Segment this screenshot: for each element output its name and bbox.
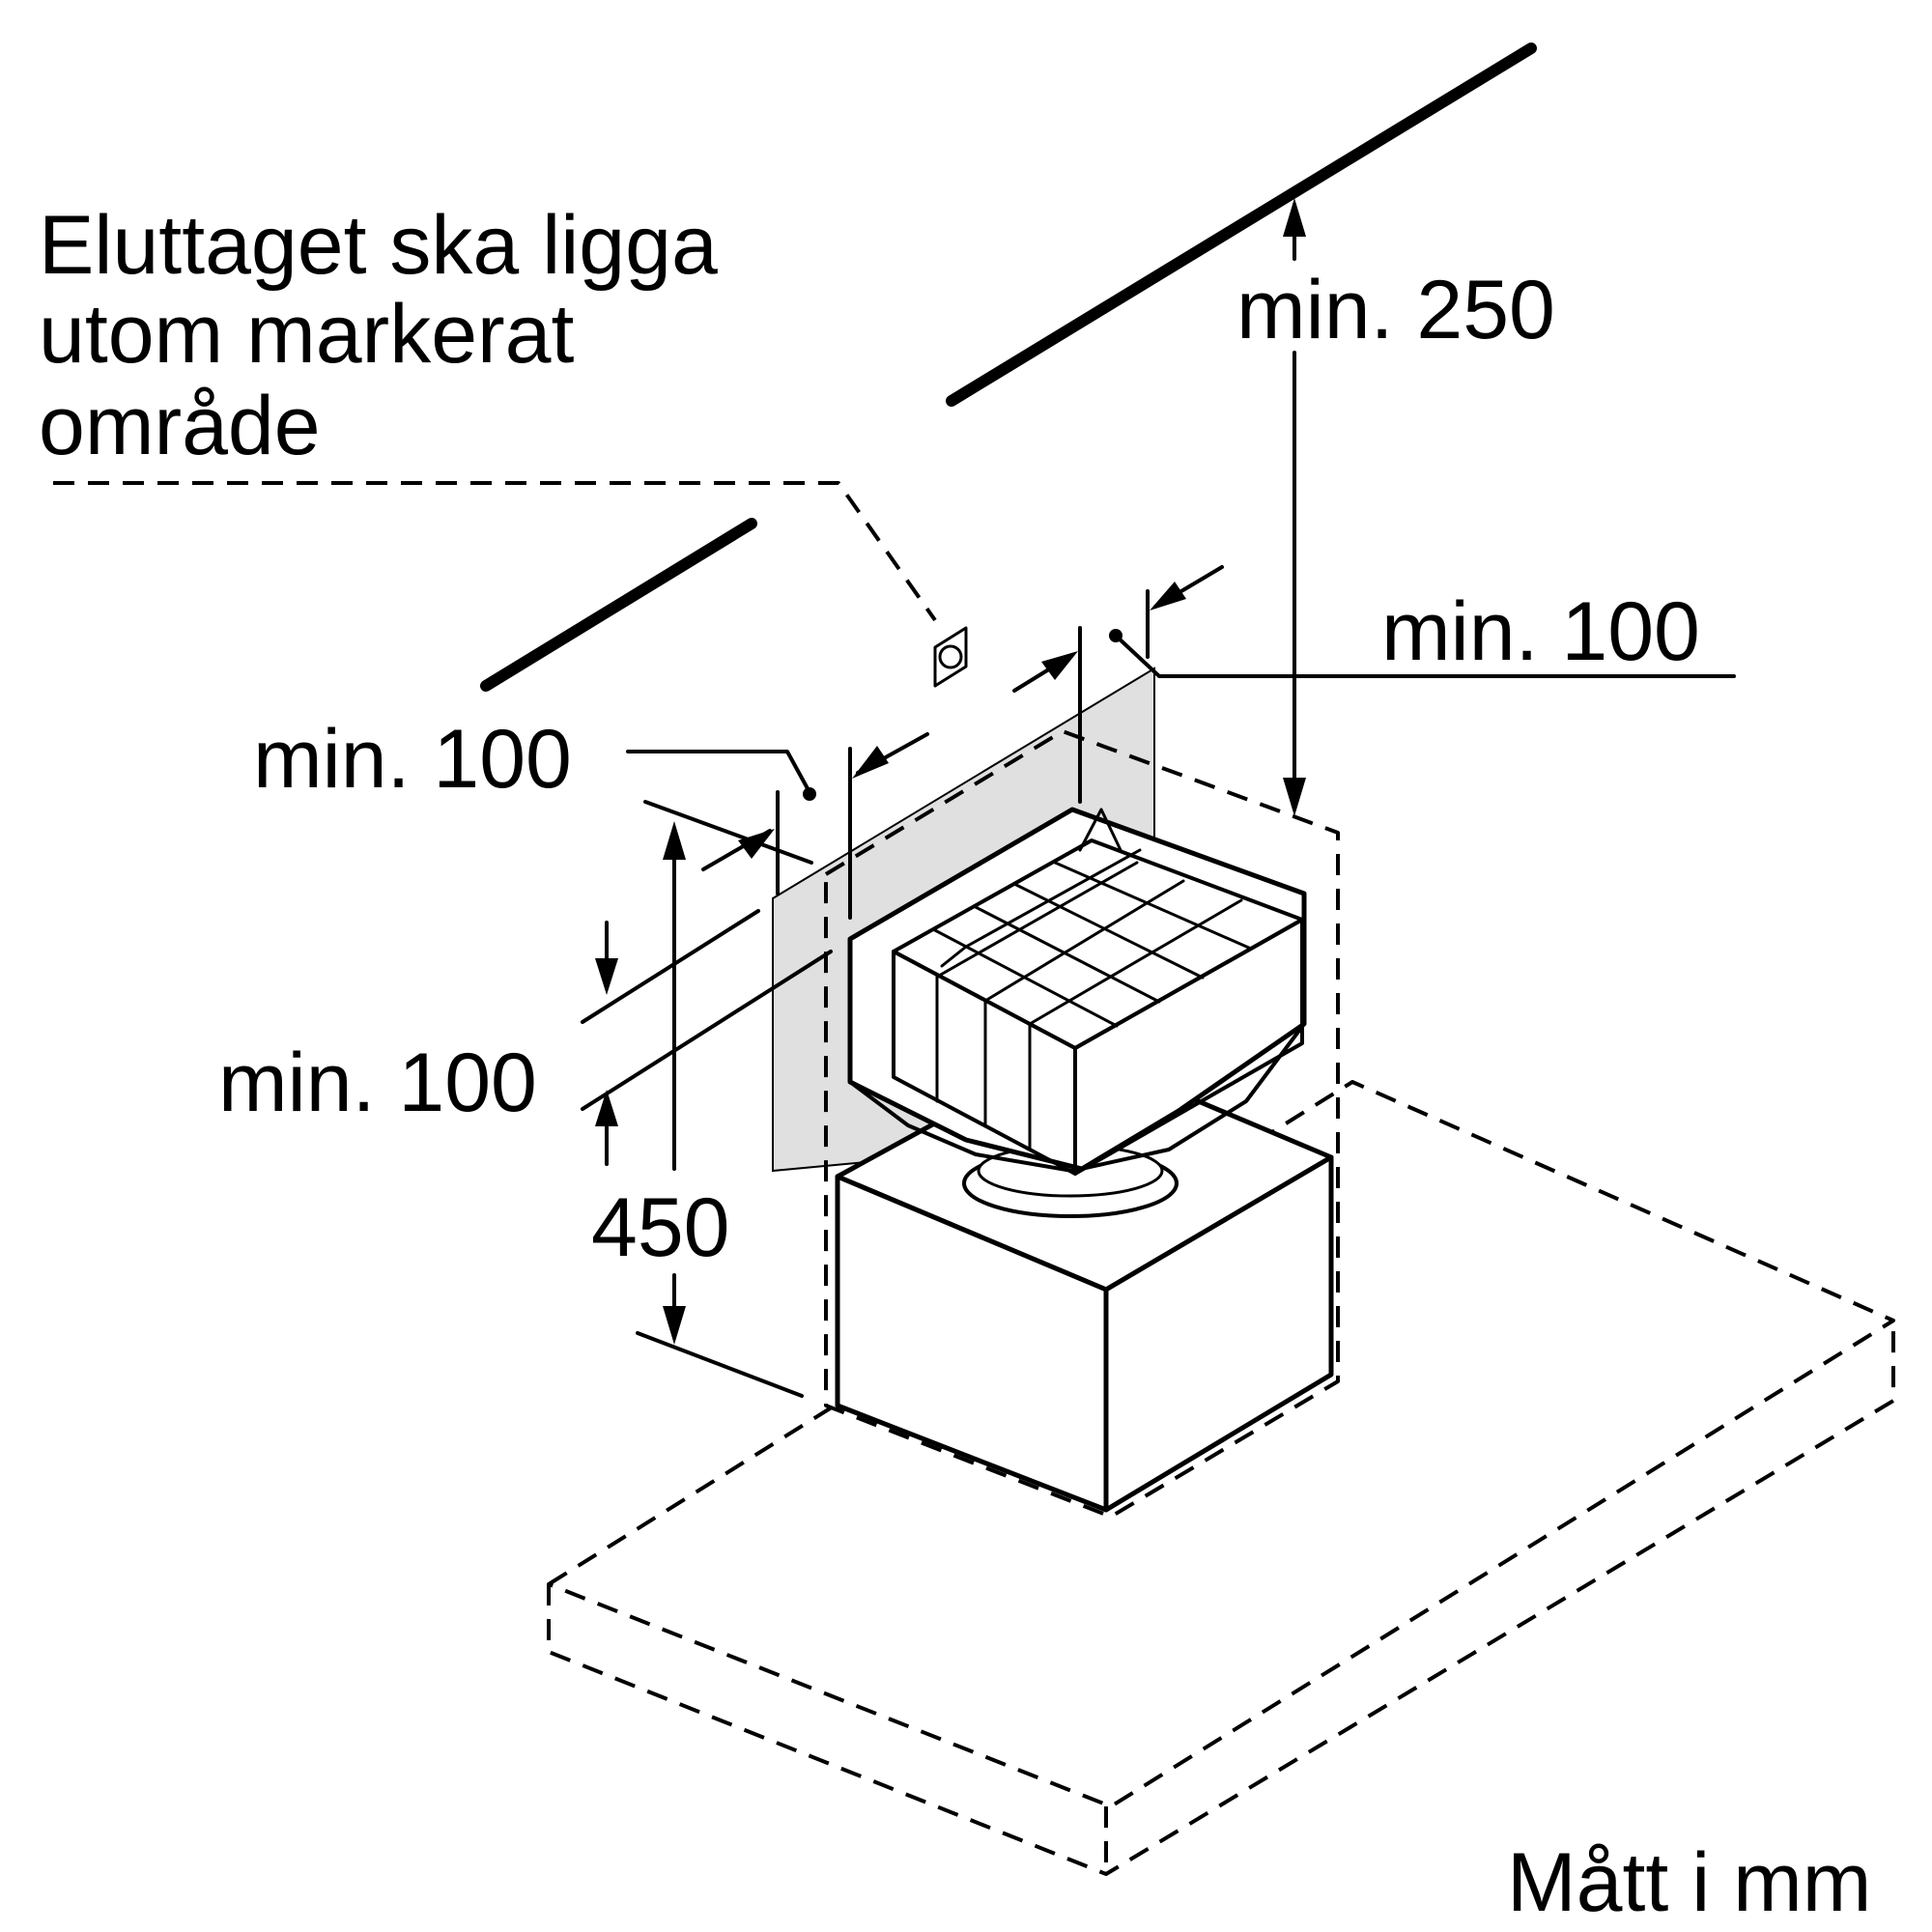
dim-below-top-label: min. 100 <box>218 1037 537 1129</box>
dim-250-arrow-down <box>1283 778 1306 816</box>
note-line-3: område <box>39 380 321 472</box>
dim-right-leader <box>1114 634 1736 678</box>
dim-450-top-ext <box>643 800 813 865</box>
dim-height-label: 450 <box>591 1181 730 1274</box>
dim-left-dot <box>803 787 816 801</box>
units-label: Mått i mm <box>1507 1836 1871 1929</box>
dim-right-label: min. 100 <box>1381 585 1700 678</box>
dim-lower-arrow-top <box>595 958 618 995</box>
note-line-1: Eluttaget ska ligga <box>39 199 718 292</box>
dim-450-arrow-down <box>663 1306 686 1345</box>
dim-450-bottom-ext <box>636 1331 804 1398</box>
dim-right-arrow-right <box>1150 582 1186 611</box>
ceiling-edge-line <box>946 43 1537 407</box>
dim-left-leader <box>626 750 811 794</box>
dim-left-arrow-right <box>852 746 889 779</box>
dim-lower-arrow-bottom <box>595 1090 618 1126</box>
note-leader-dashed <box>53 481 937 622</box>
filter-cassette-side <box>1073 918 1304 1176</box>
dim-lower-ext-1 <box>581 909 760 1024</box>
dim-left-label: min. 100 <box>253 713 572 806</box>
filter-cassette <box>892 808 1304 1176</box>
dim-top-clearance-label: min. 250 <box>1236 264 1555 356</box>
outlet-icon <box>933 626 968 688</box>
dim-right-arrow-left <box>1041 651 1078 680</box>
dim-250-arrow-up <box>1283 198 1306 237</box>
dim-lower-ext-2 <box>581 950 833 1111</box>
filter-housing-body <box>847 807 1307 1172</box>
note-line-2: utom markerat <box>39 288 574 381</box>
dim-450-arrow-up <box>663 821 686 860</box>
cooktop-front-edge-dashed <box>547 1321 1895 1876</box>
wall-edge-line <box>480 518 757 692</box>
hood-box-right-face <box>1103 1154 1334 1513</box>
hood-outline-dashed <box>824 729 1340 1519</box>
